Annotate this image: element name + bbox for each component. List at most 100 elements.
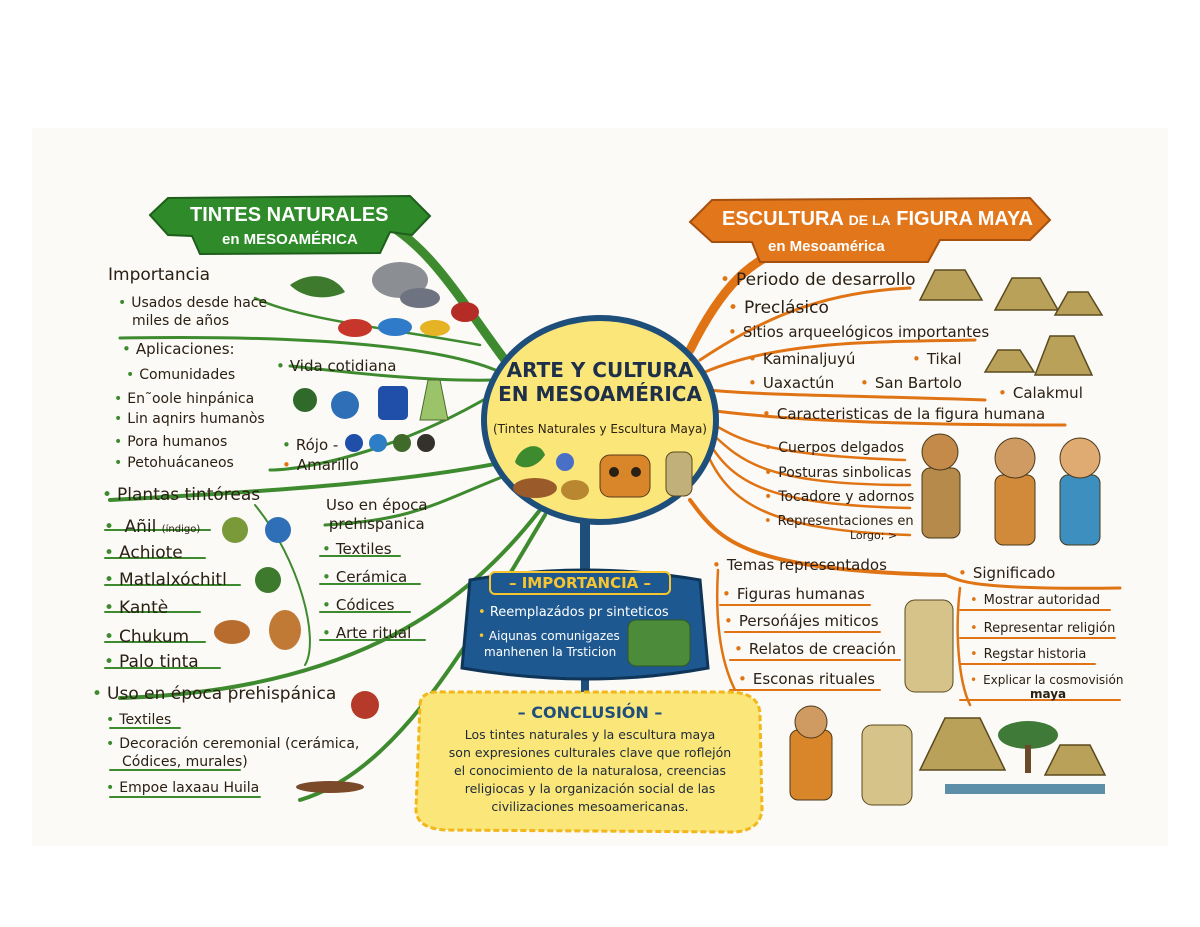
meaning-item: Regstar historia (970, 646, 1087, 663)
aplicaciones-item: Pora humanos (114, 434, 227, 451)
conclusion-line: religiocas y la organización social de l… (464, 781, 716, 796)
conclusion-line: el conocimiento de la naturalosa, creenc… (453, 763, 727, 778)
pyramid-group-top (918, 269, 1107, 776)
uso-bottom-deco-line2: Códices, murales) (122, 754, 248, 770)
uso-bottom-textiles: Textiles (106, 712, 171, 729)
plantas-anil-note: (índigo) (161, 524, 201, 535)
color-swatches (345, 434, 435, 452)
left-banner-ribbon (148, 194, 432, 256)
feature-item: Cuerpos delgados (764, 440, 904, 457)
left-importancia-item-line1: Usados desde hace (118, 295, 267, 312)
importancia-box-item2-line2: manhenen la Trsticion (484, 645, 617, 659)
right-banner-ribbon (688, 196, 1052, 263)
importancia-box-item1-text: Reemplazádos pr sinteticos (489, 605, 669, 620)
color-swatch (345, 434, 363, 452)
left-importancia-item-line2: miles de años (132, 313, 230, 329)
color-swatch (417, 434, 435, 452)
feature-item-tail: Lorgo; > (850, 529, 898, 542)
importancia-box-item2: • Aiqunas comunigazes manhenen la Trstic… (478, 629, 620, 659)
site-kaminaljuyu: Kaminaljuyú (748, 350, 855, 368)
conclusion-line: son expresiones culturales clave que rof… (448, 745, 732, 760)
color-swatch (369, 434, 387, 452)
site-calakmul: Calakmul (998, 384, 1083, 402)
uso-epoca-item: Textiles (322, 540, 392, 558)
theme-item: Esconas rituales (738, 670, 875, 688)
uso-bottom-heading: Uso en época prehispánica (92, 684, 336, 704)
sitios-heading: Sitios arqueelógicos importantes (728, 323, 989, 341)
plantas-anil-label: Añil (124, 517, 157, 537)
conclusion-box (414, 690, 764, 834)
feature-item: Representaciones en (764, 513, 914, 530)
theme-item: Figuras humanas (722, 585, 865, 603)
periodo-heading: Periodo de desarrollo (720, 270, 916, 290)
center-circle (481, 315, 719, 525)
uso-epoca-item: Arte ritual (322, 624, 411, 642)
conclusion-title-text: CONCLUSIÓN (531, 703, 649, 722)
center-title-line1: ARTE Y CULTURA (506, 358, 694, 382)
right-banner-title-part2: DE LA (848, 212, 891, 228)
feature-item: Tocadore y adornos (764, 489, 914, 506)
plantas-item: Chukum (104, 627, 189, 647)
right-banner-subtitle: en Mesoamérica (768, 238, 885, 255)
maya-figures (627, 433, 1101, 806)
temas-heading: Temas representados (712, 556, 887, 574)
conclusion-title: – CONCLUSIÓN – (517, 703, 663, 722)
meaning-item-tail: maya (1030, 687, 1067, 701)
uso-epoca-item: Códices (322, 596, 395, 614)
plantas-item: Kantè (104, 598, 168, 618)
aplicaciones-item: Petohuácaneos (114, 455, 234, 472)
aplicaciones-item: Comunidades (126, 367, 235, 384)
significado-heading: Significado (958, 564, 1055, 582)
meaning-item: Explicar la cosmovisión (970, 672, 1123, 689)
uso-epoca-heading-line1: Uso en época (326, 496, 428, 514)
vida-cotidiana-heading: Vida cotidiana (276, 357, 397, 375)
theme-item: Relatos de creación (734, 640, 896, 658)
plantas-item: Matlalxóchitl (104, 570, 227, 590)
conclusion-line: Los tintes naturales y la escultura maya (464, 727, 716, 742)
uso-epoca-item: Cerámica (322, 568, 407, 586)
theme-item: Persońájes miticos (724, 612, 879, 630)
center-illustration (513, 446, 693, 500)
aplicaciones-item: Lin aqnirs humanòs (114, 411, 264, 428)
uso-epoca-heading-line2: prehispanica (328, 515, 425, 533)
plantas-item-anil: Añil (índigo) (104, 517, 200, 540)
vida-colors-label: Rójo - (282, 436, 338, 454)
feature-item: Posturas sinbolicas (764, 465, 911, 482)
uso-bottom-deco-line1: Decoración ceremonial (cerámica, (106, 736, 359, 753)
preclasico-item: Preclásico (728, 298, 829, 318)
uso-bottom-empoe: Empoe laxaau Huila (106, 780, 259, 797)
center-title-line2: EN MESOAMÉRICA (498, 382, 702, 406)
plantas-heading: Plantas tintóreas (102, 485, 260, 505)
ingredient-drawings (214, 262, 479, 793)
conclusion-body: Los tintes naturales y la escultura maya… (426, 726, 754, 816)
plantas-item: Palo tinta (104, 652, 199, 672)
vida-amarillo: Amarillo (282, 456, 359, 474)
right-banner-title: ESCULTURA DE LA FIGURA MAYA (722, 208, 1033, 231)
plantas-item: Achiote (104, 543, 183, 563)
right-banner-title-part3: FIGURA MAYA (896, 208, 1033, 230)
aplicaciones-heading: Aplicaciones: (122, 340, 235, 358)
meaning-item: Representar religión (970, 620, 1116, 637)
left-banner-subtitle: en MESOAMÉRICA (222, 231, 358, 248)
left-banner-title: TINTES NATURALES (190, 204, 389, 226)
site-tikal: Tikal (912, 350, 962, 368)
conclusion-line: civilizaciones mesoamericanas. (491, 799, 689, 814)
left-importancia-heading: Importancia (108, 265, 211, 285)
right-banner-title-part1: ESCULTURA (722, 208, 844, 230)
river-strip (945, 784, 1105, 794)
center-title: ARTE Y CULTURA EN MESOAMÉRICA (484, 358, 716, 406)
meaning-item: Mostrar autoridad (970, 592, 1101, 609)
importancia-box-title-text: IMPORTANCIA (521, 574, 639, 592)
importancia-box-title: – IMPORTANCIA – (508, 574, 652, 592)
importancia-box-item2-line1: Aiqunas comunigazes (488, 629, 620, 643)
uso-epoca-heading: Uso en época prehispanica (326, 496, 428, 534)
color-swatch (393, 434, 411, 452)
importancia-box-item1: • Reemplazádos pr sinteticos (478, 605, 669, 620)
caracteristicas-heading: Caracteristicas de la figura humana (762, 405, 1045, 423)
site-san-bartolo: San Bartolo (860, 374, 962, 392)
site-uaxactun: Uaxactún (748, 374, 834, 392)
tree-canopy (998, 721, 1058, 749)
center-subtitle: (Tintes Naturales y Escultura Maya) (493, 422, 707, 436)
